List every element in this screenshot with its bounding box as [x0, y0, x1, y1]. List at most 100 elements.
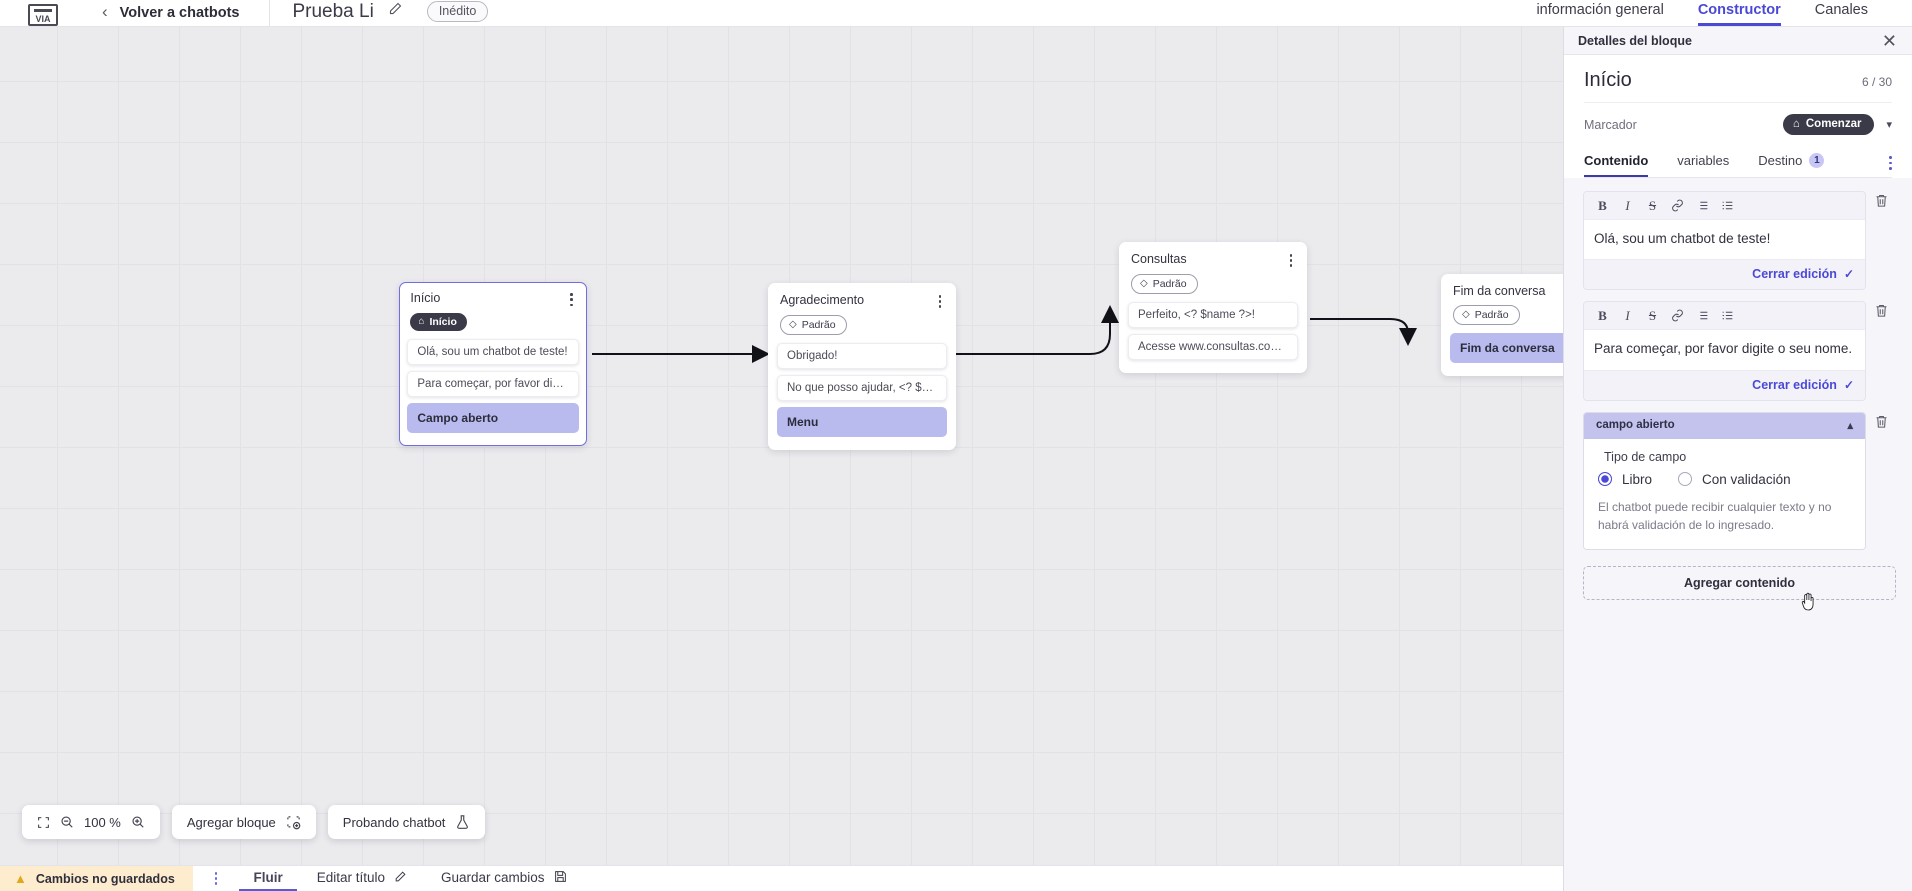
via-logo-icon [28, 4, 58, 26]
bottom-item-label: Editar título [316, 870, 386, 885]
flow-node-agradecimento[interactable]: Agradecimento ◇ Padrão Obrigado! No que … [768, 283, 956, 450]
content-block-open-field: campo abierto ▴ Tipo de campo Libro Con … [1583, 411, 1896, 550]
bullet-list-icon[interactable] [1690, 196, 1715, 215]
node-menu-icon[interactable] [1284, 251, 1298, 267]
bold-icon[interactable]: B [1598, 197, 1607, 213]
app-logo[interactable] [26, 0, 60, 26]
node-menu-icon[interactable] [933, 292, 947, 308]
radio-libre-label[interactable]: Libro [1622, 471, 1653, 487]
close-edit-button[interactable]: Cerrar edición ✓ [1584, 260, 1865, 290]
flow-node-consultas[interactable]: Consultas ◇ Padrão Perfeito, <? $name ?>… [1119, 242, 1307, 373]
rich-text-editor[interactable]: B I S [1583, 301, 1866, 401]
back-to-chatbots-link[interactable]: Volver a chatbots [119, 5, 240, 21]
node-row[interactable]: Para começar, por favor digite o ... [407, 371, 579, 398]
add-block-label: Agregar bloque [186, 814, 276, 830]
top-bar: ‹ Volver a chatbots Prueba Li Inédito in… [0, 0, 1912, 27]
content-block-text: B I S [1583, 301, 1896, 401]
content-text-value[interactable]: Para começar, por favor digite o seu nom… [1584, 329, 1865, 371]
zoom-out-icon[interactable] [60, 815, 74, 829]
link-icon[interactable] [1665, 306, 1690, 325]
panel-tab-variables[interactable]: variables [1677, 149, 1729, 177]
node-row[interactable]: Campo aberto [407, 403, 579, 434]
panel-title-row: Início 6 / 30 [1584, 55, 1892, 103]
italic-icon[interactable]: I [1625, 197, 1630, 213]
numbered-list-icon[interactable] [1715, 196, 1740, 215]
flow-canvas[interactable]: Início ⌂ Início Olá, sou um chatbot de t… [0, 27, 1563, 865]
marker-value-pill[interactable]: ⌂ Comenzar [1782, 114, 1875, 135]
panel-tab-label: Destino [1758, 153, 1803, 168]
pencil-icon [394, 870, 407, 886]
link-icon[interactable] [1665, 196, 1690, 215]
bottom-item-guardar-cambios[interactable]: Guardar cambios [441, 866, 567, 891]
close-icon[interactable]: ✕ [1881, 30, 1897, 51]
node-row[interactable]: Menu [777, 406, 947, 437]
test-chatbot-button[interactable]: Probando chatbot [327, 805, 486, 839]
flow-node-fim-da-conversa[interactable]: Fim da conversa ◇ Padrão Fim da conversa [1441, 274, 1563, 376]
flow-node-inicio[interactable]: Início ⌂ Início Olá, sou um chatbot de t… [399, 282, 587, 446]
tab-constructor[interactable]: Constructor [1697, 2, 1781, 26]
tab-informacion-general[interactable]: información general [1536, 2, 1664, 18]
close-edit-label: Cerrar edición [1752, 267, 1837, 282]
open-field-header[interactable]: campo abierto ▴ [1584, 412, 1865, 439]
bottom-menu-icon[interactable] [214, 871, 218, 886]
status-badge: Inédito [426, 1, 489, 22]
node-chip-padrao: ◇ Padrão [1453, 305, 1520, 325]
open-field-card: campo abierto ▴ Tipo de campo Libro Con … [1583, 411, 1866, 550]
italic-icon[interactable]: I [1625, 307, 1630, 323]
bottom-item-fluir[interactable]: Fluir [239, 866, 297, 891]
panel-menu-icon[interactable] [1889, 156, 1892, 170]
check-icon: ✓ [1843, 267, 1854, 282]
bottom-item-editar-titulo[interactable]: Editar título [317, 866, 407, 891]
node-row[interactable]: Olá, sou um chatbot de teste! [407, 339, 579, 366]
node-row[interactable]: No que posso ajudar, <? $name ... [777, 374, 947, 401]
node-row[interactable]: Fim da conversa [1450, 333, 1563, 363]
open-field-title: campo abierto [1596, 419, 1675, 431]
bot-title: Prueba Li [292, 1, 374, 22]
panel-tab-destino[interactable]: Destino 1 [1758, 149, 1825, 177]
node-row[interactable]: Acesse www.consultas.com par... [1128, 333, 1298, 360]
node-row[interactable]: Obrigado! [777, 342, 947, 369]
edit-title-pencil-icon[interactable] [388, 1, 403, 26]
content-text-value[interactable]: Olá, sou um chatbot de teste! [1584, 219, 1865, 261]
tab-canales[interactable]: Canales [1814, 2, 1868, 18]
delete-block-icon[interactable] [1866, 412, 1896, 429]
panel-content: B I S [1564, 178, 1912, 891]
zoom-in-icon[interactable] [131, 815, 145, 829]
close-edit-button[interactable]: Cerrar edición ✓ [1584, 370, 1865, 400]
delete-block-icon[interactable] [1866, 301, 1896, 318]
node-header: Início [407, 290, 579, 307]
radio-con-validacion[interactable] [1678, 472, 1693, 486]
add-block-button[interactable]: Agregar bloque [171, 805, 316, 839]
marker-value-label: Comenzar [1805, 118, 1862, 130]
add-content-button[interactable]: Agregar contenido [1583, 565, 1896, 600]
node-chip-padrao: ◇ Padrão [780, 314, 847, 335]
marker-row: Marcador ⌂ Comenzar ▾ [1584, 103, 1892, 147]
status-badge: 1 [1809, 153, 1825, 168]
node-rows: Perfeito, <? $name ?>! Acesse www.consul… [1128, 301, 1298, 360]
marker-label: Marcador [1584, 117, 1637, 132]
chevron-up-icon[interactable]: ▴ [1847, 419, 1853, 432]
add-block-icon [286, 815, 301, 830]
rich-text-editor[interactable]: B I S [1583, 191, 1866, 291]
fit-screen-icon[interactable] [37, 816, 50, 829]
editor-toolbar: B I S [1584, 302, 1865, 330]
editor-toolbar: B I S [1584, 192, 1865, 219]
tag-icon: ◇ [789, 318, 797, 330]
chevron-down-icon[interactable]: ▾ [1886, 119, 1892, 131]
node-row[interactable]: Perfeito, <? $name ?>! [1128, 301, 1298, 328]
panel-tab-label: variables [1677, 153, 1730, 168]
strikethrough-icon[interactable]: S [1648, 307, 1657, 323]
radio-con-validacion-label[interactable]: Con validación [1702, 471, 1791, 487]
bullet-list-icon[interactable] [1690, 306, 1715, 325]
node-menu-icon[interactable] [565, 290, 579, 307]
radio-libre[interactable] [1598, 472, 1612, 486]
delete-block-icon[interactable] [1866, 191, 1896, 208]
numbered-list-icon[interactable] [1715, 306, 1740, 325]
bold-icon[interactable]: B [1598, 307, 1607, 323]
top-tabs: información general Constructor Canales [1536, 2, 1912, 26]
node-header: Agradecimento [777, 292, 947, 308]
back-chevron-icon[interactable]: ‹ [102, 2, 108, 21]
strikethrough-icon[interactable]: S [1648, 197, 1657, 213]
home-icon: ⌂ [418, 316, 425, 328]
panel-tab-contenido[interactable]: Contenido [1584, 149, 1649, 177]
